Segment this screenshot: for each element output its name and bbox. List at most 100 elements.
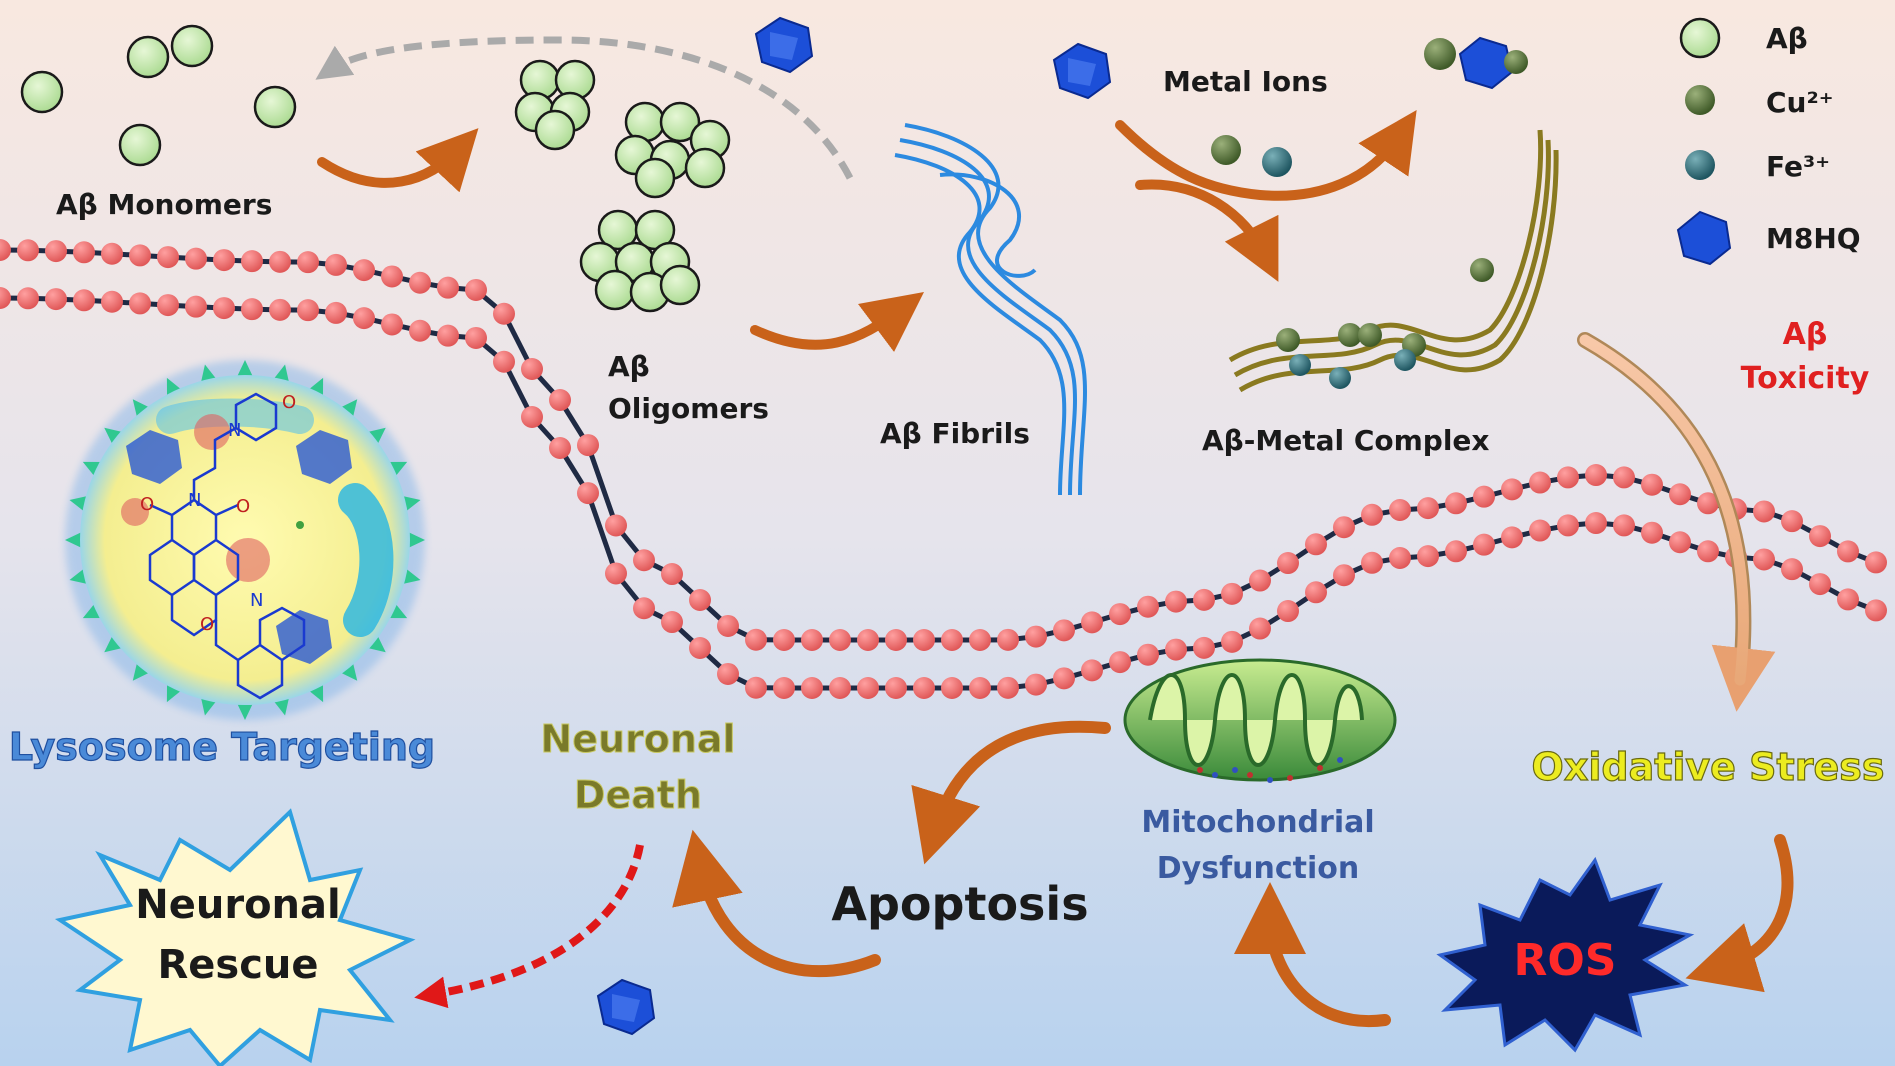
membrane-bead <box>0 239 11 261</box>
metal-ions-label: Metal Ions <box>1163 65 1328 98</box>
membrane-bead <box>1277 600 1299 623</box>
membrane-bead <box>1641 521 1663 544</box>
membrane-bead <box>101 242 123 265</box>
membrane-link <box>585 492 619 575</box>
membrane-bead <box>941 677 963 699</box>
atom-o1: O <box>140 494 154 515</box>
membrane-bead <box>549 389 571 411</box>
membrane-bead <box>437 324 459 347</box>
membrane-bead <box>1305 533 1327 556</box>
membrane-bead <box>1613 514 1635 537</box>
ab-metal-complex <box>1228 129 1559 393</box>
membrane-bead <box>437 276 459 299</box>
atom-o2: O <box>236 496 250 517</box>
membrane-bead <box>801 677 823 699</box>
membrane-bead <box>521 406 543 429</box>
membrane-bead <box>101 290 123 313</box>
membrane-bead <box>1389 547 1411 569</box>
membrane-bead <box>1501 526 1523 549</box>
membrane-bead <box>1501 478 1523 501</box>
membrane-bead <box>213 297 235 320</box>
membrane-bead <box>1809 573 1831 596</box>
membrane-bead <box>1249 569 1271 592</box>
membrane-bead <box>157 294 179 317</box>
membrane-bead <box>885 677 907 699</box>
membrane-bead <box>1557 514 1579 537</box>
dashed-return-arrow <box>315 36 854 180</box>
membrane-bead <box>325 301 347 324</box>
membrane-bead <box>913 629 935 651</box>
rescue-arrow <box>414 844 644 1009</box>
membrane-bead <box>297 251 319 274</box>
membrane-bead <box>969 677 991 699</box>
membrane-bead <box>129 292 151 315</box>
membrane-bead <box>17 287 39 310</box>
fibrils-label: Aβ Fibrils <box>880 417 1030 450</box>
membrane-bead <box>1053 619 1075 642</box>
membrane-bead <box>1865 551 1887 574</box>
membrane-bead <box>1109 651 1131 674</box>
membrane-bead <box>1529 471 1551 494</box>
membrane-bead <box>1277 552 1299 575</box>
membrane-bead <box>1109 603 1131 626</box>
cu-ion <box>1211 135 1241 165</box>
rescue-label-line2: Rescue <box>157 942 318 988</box>
membrane-bead <box>1025 625 1047 648</box>
membrane-bead <box>1165 638 1187 661</box>
membrane-bead <box>0 287 11 309</box>
membrane-bead <box>1669 483 1691 506</box>
flow-arrows-top <box>317 110 1417 352</box>
membrane-bead <box>1641 473 1663 496</box>
membrane-bead <box>857 677 879 699</box>
membrane-bead <box>1445 540 1467 563</box>
membrane-bead <box>1473 485 1495 508</box>
membrane-bead <box>829 677 851 699</box>
membrane-bead <box>269 298 291 321</box>
membrane-bead <box>997 628 1019 651</box>
death-label-line1: Neuronal <box>540 717 735 761</box>
legend-fe-symbol <box>1685 150 1715 180</box>
membrane-bead <box>745 676 767 699</box>
membrane-bead <box>1781 558 1803 581</box>
membrane-bead <box>1417 545 1439 568</box>
toxicity-label-line2: Toxicity <box>1741 361 1870 396</box>
membrane-bead <box>773 677 795 699</box>
membrane-bead <box>1193 636 1215 659</box>
oligomers-label-line2: Oligomers <box>608 392 769 425</box>
ab-fibrils <box>894 123 1087 496</box>
rescue-label-line1: Neuronal <box>135 882 340 928</box>
membrane-bead <box>1613 466 1635 489</box>
membrane-bead <box>45 240 67 263</box>
membrane-bead <box>409 271 431 294</box>
membrane-bead <box>1837 540 1859 563</box>
membrane-bead <box>1193 588 1215 611</box>
membrane-bead <box>73 241 95 264</box>
membrane-bead <box>1585 512 1607 535</box>
membrane-bead <box>997 676 1019 699</box>
legend-cu-symbol <box>1685 85 1715 115</box>
membrane-bead <box>969 629 991 651</box>
membrane-bead <box>1417 497 1439 520</box>
membrane-bead <box>241 298 263 321</box>
membrane-bead <box>1137 643 1159 666</box>
atom-n2: N <box>228 420 241 441</box>
membrane-bead <box>45 288 67 311</box>
membrane-bead <box>185 295 207 318</box>
membrane-bead <box>493 350 515 373</box>
membrane-bead <box>773 629 795 651</box>
membrane-bead <box>1249 617 1271 640</box>
membrane-bead <box>1753 548 1775 571</box>
membrane-bead <box>885 629 907 651</box>
membrane-bead <box>381 265 403 288</box>
oxidative-stress-label: Oxidative Stress <box>1532 745 1885 789</box>
death-label-line2: Death <box>574 773 702 817</box>
membrane-bead <box>801 629 823 651</box>
membrane-bead <box>325 253 347 276</box>
membrane-bead <box>941 629 963 651</box>
membrane-bead <box>1557 466 1579 489</box>
lysosome-label: Lysosome Targeting <box>9 725 435 769</box>
toxicity-label-line1: Aβ <box>1783 317 1828 352</box>
membrane-bead <box>829 629 851 651</box>
membrane-bead <box>549 437 571 459</box>
membrane-bead <box>661 563 683 586</box>
